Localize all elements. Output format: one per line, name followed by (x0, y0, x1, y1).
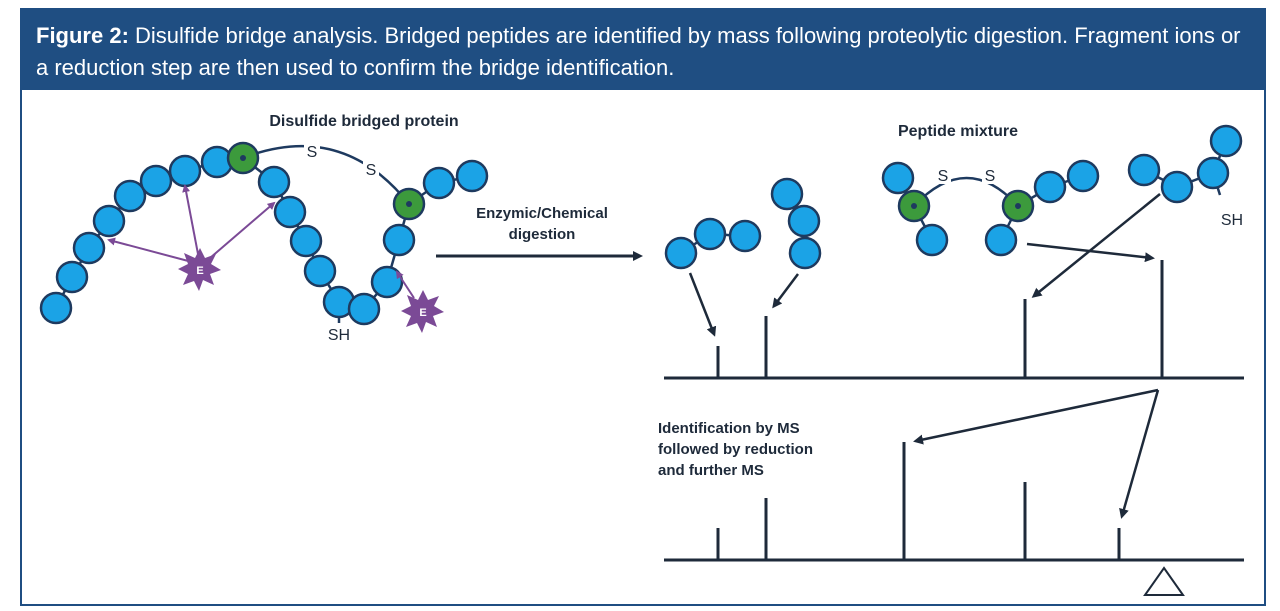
spectrum-2 (664, 442, 1244, 560)
bead-dot (240, 155, 246, 161)
enzyme-label: E (419, 307, 426, 319)
identification-line2: followed by reduction (658, 441, 813, 458)
digestion-label-line2: digestion (509, 226, 576, 243)
figure-label: Figure 2: (36, 23, 129, 48)
mixture-title: Peptide mixture (898, 123, 1018, 140)
bead-dot (1015, 203, 1021, 209)
bead-dot (911, 203, 917, 209)
thiol-peptide (1129, 126, 1241, 202)
sulfur-label: S (366, 162, 377, 179)
digestion-label-line1: Enzymic/Chemical (476, 205, 608, 222)
diagram: Disulfide bridged protein (22, 90, 1266, 606)
enzyme-arrows (109, 186, 414, 298)
protein-title: Disulfide bridged protein (269, 113, 458, 130)
peptide-a (666, 219, 760, 268)
spectrum-1 (664, 260, 1244, 378)
sulfur-label: S (938, 168, 949, 185)
figure-caption: Figure 2: Disulfide bridge analysis. Bri… (22, 10, 1264, 90)
triangle-marker (1145, 568, 1183, 595)
enzyme-label: E (196, 265, 203, 277)
identification-line1: Identification by MS (658, 420, 800, 437)
figure-frame: Figure 2: Disulfide bridge analysis. Bri… (20, 8, 1266, 606)
sulfur-label: S (985, 168, 996, 185)
sulfur-label: S (307, 144, 318, 161)
bead-dot (406, 201, 412, 207)
identification-line3: and further MS (658, 462, 764, 479)
mapping-arrows-2 (916, 390, 1158, 516)
figure-caption-text: Disulfide bridge analysis. Bridged pepti… (36, 23, 1241, 80)
thiol-label: SH (1221, 212, 1243, 229)
thiol-label: SH (328, 327, 350, 344)
peptide-b (772, 179, 820, 268)
enzyme-2: E (401, 290, 444, 333)
